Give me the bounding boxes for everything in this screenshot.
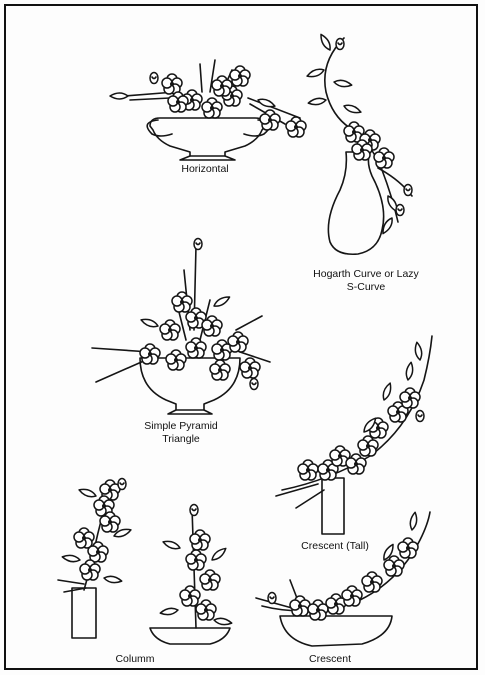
caption-hogarth-line1: Hogarth Curve or Lazy: [286, 268, 446, 281]
caption-crescent-tall: Crescent (Tall): [275, 540, 395, 553]
caption-pyramid-line1: Simple Pyramid: [126, 420, 236, 433]
caption-column: Columm: [95, 653, 175, 666]
caption-horizontal: Horizontal: [155, 163, 255, 176]
caption-pyramid-line2: Triangle: [126, 433, 236, 446]
horizontal-arrangement: [110, 60, 306, 160]
column-arrangement: [58, 479, 132, 639]
hogarth-arrangement: [306, 33, 412, 254]
crescent-tall-arrangement: [276, 336, 432, 534]
crescent-arrangement: [256, 512, 430, 646]
caption-pyramid: Simple Pyramid Triangle: [126, 420, 236, 446]
caption-crescent: Crescent: [280, 653, 380, 666]
pyramid-arrangement: [92, 239, 270, 415]
caption-hogarth-line2: S-Curve: [286, 281, 446, 294]
caption-hogarth: Hogarth Curve or Lazy S-Curve: [286, 268, 446, 294]
low-dish-arrangement: [150, 505, 232, 645]
